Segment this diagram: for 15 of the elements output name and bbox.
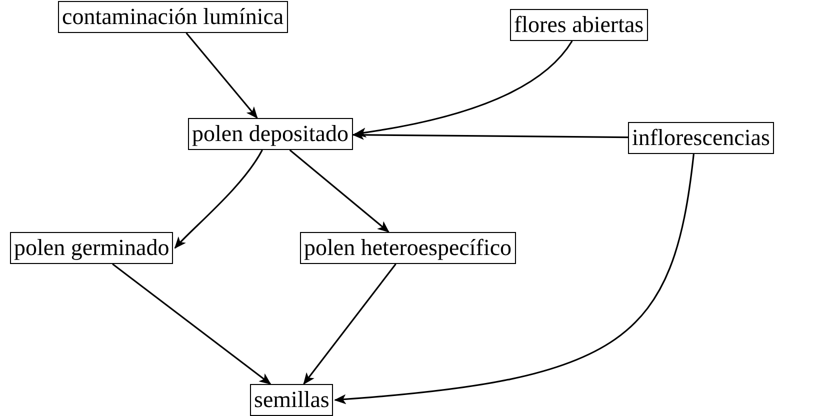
process-box: contaminación lumínica [58, 1, 288, 33]
process-box: polen germinado [10, 232, 174, 264]
arrow [334, 154, 694, 404]
process-box: inflorescencias [628, 122, 774, 154]
process-box: semillas [250, 384, 334, 416]
arrow [352, 130, 628, 140]
arrow [112, 263, 272, 385]
process-box: polen depositado [188, 118, 352, 150]
arrow [174, 150, 263, 249]
process-box: flores abiertas [510, 9, 648, 41]
arrow [186, 32, 258, 119]
arrow [354, 40, 573, 138]
arrow [303, 264, 396, 385]
arrow [289, 149, 390, 233]
process-box: polen heteroespecífico [300, 232, 516, 264]
